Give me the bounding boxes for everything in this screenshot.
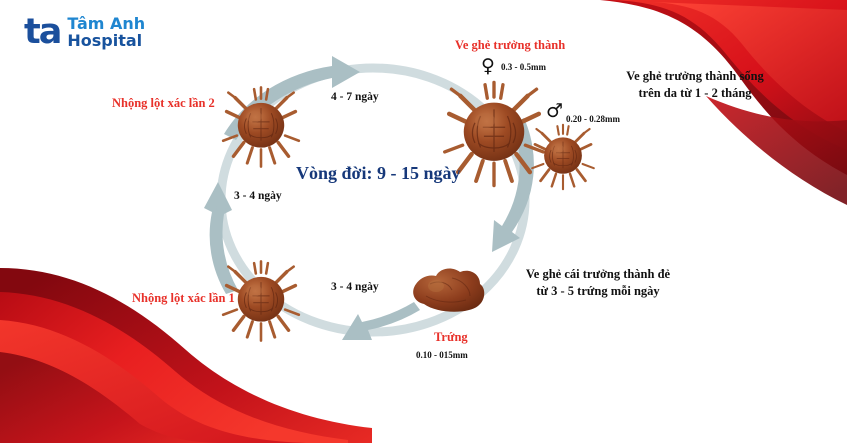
lifespan-center-label: Vòng đời: 9 - 15 ngày [296, 163, 461, 183]
logo-name-line1: Tâm Anh [67, 14, 146, 33]
female-symbol-icon: ♀ [481, 55, 495, 77]
logo-wordmark: Tâm Anh Hospital [67, 14, 146, 50]
stage-label-eggs: Trứng [434, 330, 468, 344]
duration-nymph1-to-nymph2: 3 - 4 ngày [234, 190, 282, 202]
egg-cluster [413, 268, 485, 312]
stage-label-adult: Ve ghẻ trưởng thành [455, 38, 566, 52]
note-egg-laying-line1: Ve ghẻ cái trưởng thành đẻ [525, 267, 671, 281]
stage-label-nymph-2: Nhộng lột xác lần 2 [112, 96, 215, 110]
duration-nymph2-to-adult: 4 - 7 ngày [331, 91, 379, 103]
stage-label-nymph-1: Nhộng lột xác lần 1 [132, 291, 235, 305]
size-adult-female: 0.3 - 0.5mm [501, 62, 546, 72]
logo-name-line2: Hospital [67, 30, 143, 50]
note-adult-lifespan-line2: trên da từ 1 - 2 tháng [638, 85, 752, 100]
note-adult-lifespan-line1: Ve ghẻ trưởng thành sống [626, 69, 764, 83]
size-eggs: 0.10 - 015mm [416, 350, 468, 360]
male-symbol-icon: ♂ [546, 100, 564, 122]
brand-logo: ta Tâm Anh Hospital [24, 12, 146, 53]
note-adult-lifespan: Ve ghẻ trưởng thành sống trên da từ 1 - … [605, 68, 785, 102]
duration-eggs-to-nymph1: 3 - 4 ngày [331, 281, 379, 293]
cycle-ring [216, 63, 530, 337]
note-egg-laying: Ve ghẻ cái trưởng thành đẻ từ 3 - 5 trứn… [508, 266, 688, 300]
note-egg-laying-line2: từ 3 - 5 trứng mỗi ngày [536, 283, 660, 298]
size-adult-male: 0.20 - 0.28mm [566, 114, 620, 124]
mite-adult-male [530, 123, 596, 191]
logo-monogram: ta [24, 12, 62, 53]
